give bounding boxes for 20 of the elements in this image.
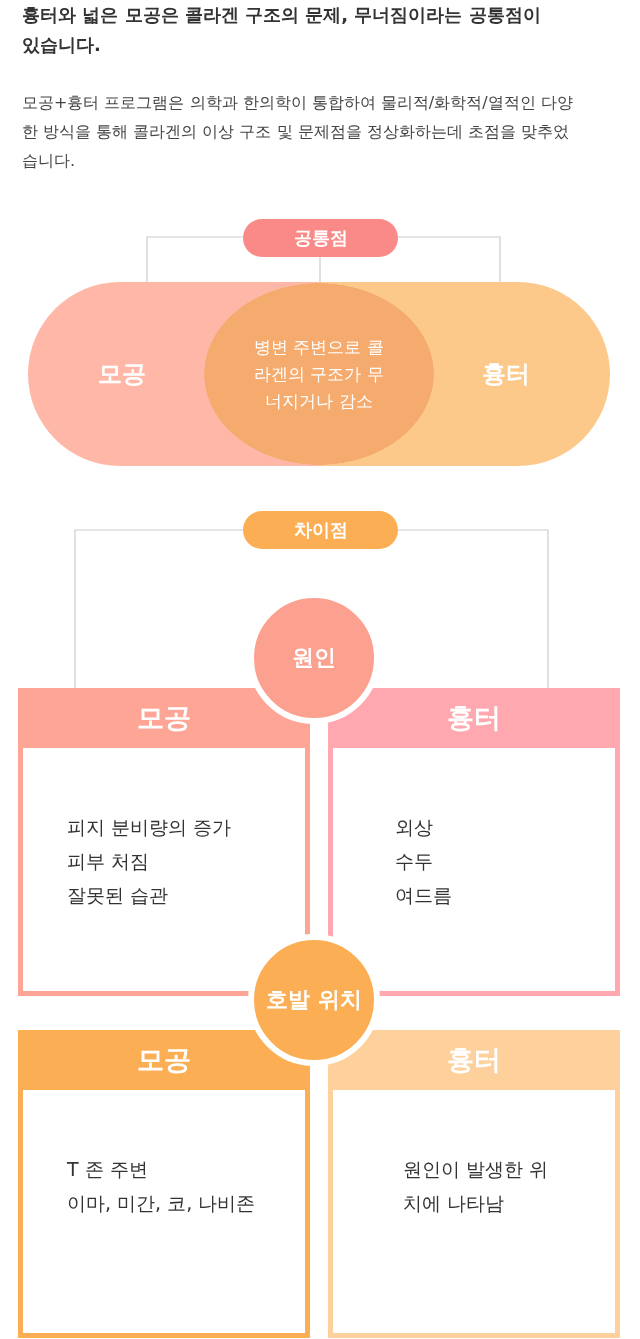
heading: 흉터와 넓은 모공은 콜라겐 구조의 문제, 무너짐이라는 공통점이 있습니다. [22, 3, 542, 57]
list-item: 피지 분비량의 증가 [67, 815, 233, 840]
list-item: 이마, 미간, 코, 나비존 [67, 1191, 257, 1216]
info-card [18, 1030, 310, 1338]
description: 모공+흉터 프로그램은 의학과 한의학이 통합하여 물리적/화학적/열적인 다양한 방식을 통해 콜라겐의 이상 구조 및 문제점을 정상화하는데 초점을 맞추었습니다. [22, 92, 574, 172]
info-card [328, 1030, 620, 1338]
connector-line [397, 236, 501, 283]
list-item: 잘못된 습관 [67, 883, 170, 908]
list-item: 수두 [395, 849, 434, 874]
connector-line [74, 529, 244, 689]
list-item: 피부 처짐 [67, 849, 151, 874]
connector-line [146, 236, 244, 283]
pill-label: 공통점 [243, 219, 398, 257]
connector-line [397, 529, 549, 689]
list-item: 원인이 발생한 위치에 나타남 [403, 1157, 550, 1216]
oval-shape: 모공 [28, 282, 204, 466]
pill-label: 차이점 [243, 511, 398, 549]
list-item: 외상 [395, 815, 434, 840]
list-item: T 존 주변 [67, 1157, 149, 1182]
list-item: 여드름 [395, 883, 453, 908]
